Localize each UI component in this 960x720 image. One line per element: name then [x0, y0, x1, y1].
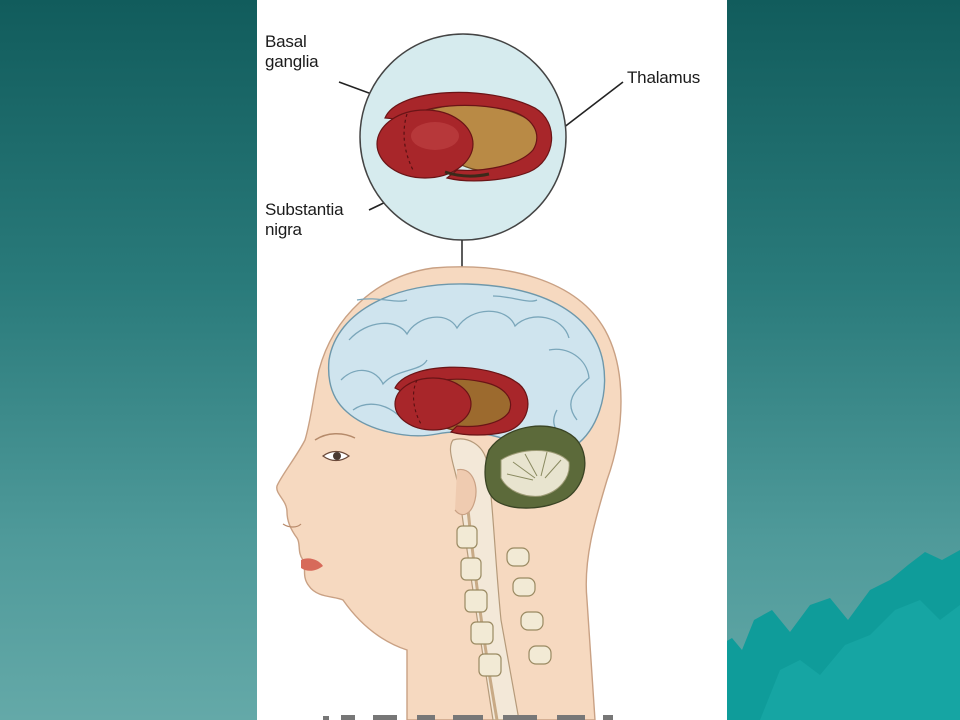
cropped-caption-fragments [323, 715, 613, 720]
label-basal-ganglia: Basal ganglia [265, 32, 319, 71]
magnified-view [359, 33, 567, 241]
brain-diagram [276, 33, 624, 720]
label-substantia-nigra: Substantia nigra [265, 200, 344, 239]
putamen-head [394, 377, 472, 431]
diagram-panel: Basal ganglia Thalamus Substantia nigra [257, 0, 727, 720]
thalamus-leader [562, 81, 624, 129]
nostril [282, 523, 302, 528]
eyebrow [314, 433, 356, 441]
vertebrae [456, 525, 552, 677]
label-thalamus: Thalamus [627, 68, 701, 87]
decorative-mountains [720, 550, 960, 720]
substantia-nigra-zoom [444, 170, 490, 178]
basal-ganglia-arc-head [394, 366, 529, 436]
head-illustration [276, 266, 622, 720]
ear [454, 468, 477, 516]
lips [301, 558, 323, 571]
basal-ganglia-arc-zoom [384, 91, 553, 182]
